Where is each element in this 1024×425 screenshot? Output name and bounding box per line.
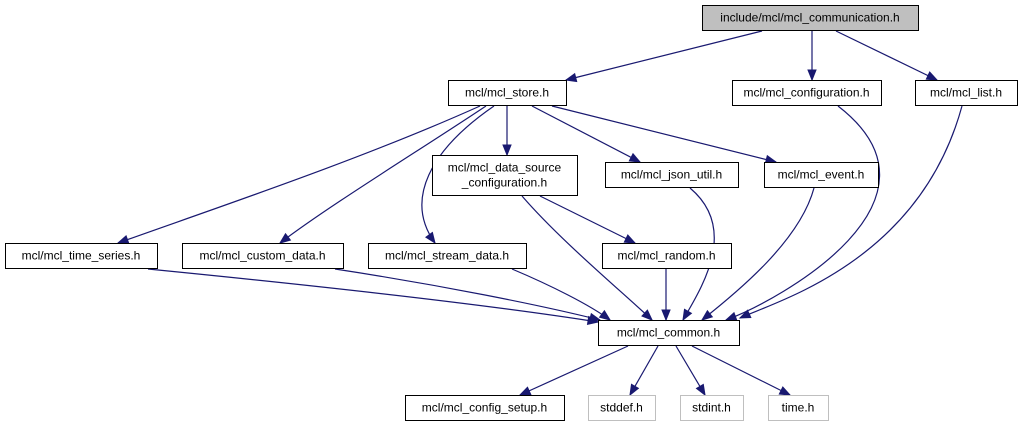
node-box-config (732, 80, 882, 106)
node-dsconf[interactable]: mcl/mcl_data_source_configuration.h (432, 155, 578, 196)
edge-ts-to-common (147, 268, 599, 323)
arrowhead-config-to-common (724, 311, 738, 321)
arrowhead-store-to-json (628, 152, 642, 163)
node-label-dsconf-line2: _configuration.h (461, 176, 547, 190)
node-random[interactable]: mcl/mcl_random.h (602, 243, 732, 269)
node-box-common (598, 320, 740, 346)
arrowhead-dsconf-to-common (641, 309, 653, 321)
node-label-json: mcl/mcl_json_util.h (621, 168, 722, 182)
edge-custom-to-common (334, 268, 601, 321)
node-box-stream (368, 243, 527, 269)
node-box-list (915, 80, 1018, 106)
arrowhead-common-to-stdint (695, 383, 706, 397)
edge-comm-to-list (835, 30, 938, 81)
arrowhead-comm-to-config (807, 69, 817, 82)
arrowhead-custom-to-common (588, 312, 602, 323)
node-box-stdint (680, 395, 744, 421)
node-box-event (764, 162, 879, 188)
node-box-setup (405, 395, 565, 421)
node-stddef[interactable]: stddef.h (588, 395, 656, 421)
edge-store-to-json (531, 105, 641, 163)
node-box-store (448, 80, 567, 106)
arrowhead-common-to-setup (518, 386, 532, 396)
node-stream[interactable]: mcl/mcl_stream_data.h (368, 243, 527, 269)
node-comm[interactable]: include/mcl/mcl_communication.h (702, 5, 919, 31)
node-label-event: mcl/mcl_event.h (778, 168, 865, 182)
node-label-dsconf-line1: mcl/mcl_data_source (448, 161, 562, 175)
arrowhead-common-to-stddef (629, 383, 640, 397)
node-box-comm (702, 5, 919, 31)
node-box-dsconf (432, 155, 578, 196)
edge-store-to-custom (279, 105, 487, 244)
node-box-ts (5, 243, 158, 269)
edge-list-to-common (739, 105, 963, 319)
arrowhead-stream-to-common (598, 309, 612, 321)
node-label-stream: mcl/mcl_stream_data.h (385, 249, 509, 263)
node-box-stddef (588, 395, 656, 421)
arrowhead-comm-to-list (925, 71, 939, 81)
node-box-custom (182, 243, 344, 269)
node-label-custom: mcl/mcl_custom_data.h (199, 249, 325, 263)
arrowhead-dsconf-to-random (623, 234, 637, 244)
edge-stream-to-common (511, 268, 611, 321)
node-list[interactable]: mcl/mcl_list.h (915, 80, 1018, 106)
node-box-time (768, 395, 829, 421)
arrowhead-store-to-custom (278, 232, 292, 244)
edge-store-to-ts (117, 105, 481, 244)
node-label-ts: mcl/mcl_time_series.h (22, 249, 141, 263)
edge-comm-to-store (565, 30, 763, 81)
node-box-random (602, 243, 732, 269)
arrowhead-list-to-common (738, 309, 752, 319)
node-store[interactable]: mcl/mcl_store.h (448, 80, 567, 106)
arrowhead-store-to-ts (116, 235, 130, 244)
node-label-setup: mcl/mcl_config_setup.h (422, 401, 547, 415)
node-setup[interactable]: mcl/mcl_config_setup.h (405, 395, 565, 421)
node-stdint[interactable]: stdint.h (680, 395, 744, 421)
arrowhead-store-to-stream (425, 231, 436, 245)
edge-common-to-setup (519, 345, 629, 396)
header-nodes: include/mcl/mcl_communication.h mcl/mcl_s… (5, 5, 1018, 421)
node-label-common: mcl/mcl_common.h (617, 326, 720, 340)
node-label-config: mcl/mcl_configuration.h (743, 86, 869, 100)
node-label-random: mcl/mcl_random.h (617, 249, 715, 263)
node-time[interactable]: time.h (768, 395, 829, 421)
edge-store-to-stream (421, 105, 495, 244)
edge-config-to-common (725, 105, 881, 321)
arrowhead-common-to-time (778, 386, 792, 396)
node-config[interactable]: mcl/mcl_configuration.h (732, 80, 882, 106)
node-label-time: time.h (782, 401, 815, 415)
node-box-json (605, 162, 739, 188)
edge-dsconf-to-random (539, 195, 636, 244)
dependency-edges (116, 30, 963, 397)
node-label-stdint: stdint.h (692, 401, 731, 415)
node-ts[interactable]: mcl/mcl_time_series.h (5, 243, 158, 269)
node-label-store: mcl/mcl_store.h (465, 86, 549, 100)
edge-store-to-event (551, 105, 777, 163)
node-label-stddef: stddef.h (600, 401, 643, 415)
edge-common-to-time (691, 345, 791, 396)
edge-event-to-common (701, 187, 815, 321)
arrowhead-random-to-common (661, 309, 671, 322)
arrowhead-store-to-dsconf (502, 144, 512, 157)
node-custom[interactable]: mcl/mcl_custom_data.h (182, 243, 344, 269)
node-json[interactable]: mcl/mcl_json_util.h (605, 162, 739, 188)
node-event[interactable]: mcl/mcl_event.h (764, 162, 879, 188)
node-label-comm: include/mcl/mcl_communication.h (720, 11, 899, 25)
node-label-list: mcl/mcl_list.h (930, 86, 1002, 100)
edge-dsconf-to-common (521, 195, 653, 321)
arrowhead-comm-to-store (564, 72, 578, 83)
node-common[interactable]: mcl/mcl_common.h (598, 320, 740, 346)
arrowhead-json-to-common (682, 308, 693, 322)
arrowhead-event-to-common (700, 309, 714, 321)
